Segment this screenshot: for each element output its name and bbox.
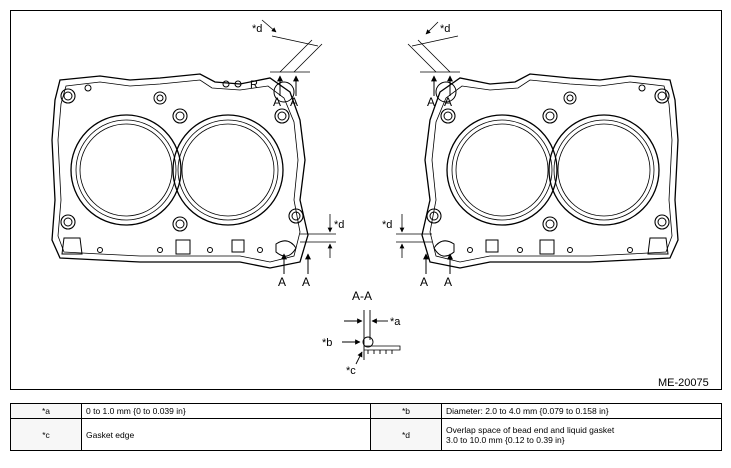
section-arrow-label: A — [420, 275, 428, 289]
legend-value-line: 3.0 to 10.0 mm {0.12 to 0.39 in} — [446, 434, 565, 445]
figure-code: ME-20075 — [658, 377, 709, 389]
legend-row: *a 0 to 1.0 mm {0 to 0.039 in} *b Diamet… — [10, 403, 722, 419]
section-arrow-label: A — [427, 95, 435, 109]
left-head-gasket — [51, 71, 310, 269]
section-arrow-label: A — [302, 275, 310, 289]
section-arrow-label: A — [444, 95, 452, 109]
right-bottom-d-dimension — [396, 214, 432, 258]
callout-d-left-bottom: *d — [334, 219, 344, 231]
callout-b: *b — [322, 337, 332, 349]
right-head-gasket — [420, 71, 679, 269]
legend-key: *c — [10, 418, 82, 451]
callout-d-right-top: *d — [440, 23, 450, 35]
legend-value: 0 to 1.0 mm {0 to 0.039 in} — [81, 403, 371, 419]
legend-row: *c Gasket edge *d Overlap space of bead … — [10, 418, 722, 451]
legend-value: Gasket edge — [81, 418, 371, 451]
section-arrow-label: A — [273, 95, 281, 109]
callout-d-right-bottom: *d — [382, 219, 392, 231]
legend-value: Overlap space of bead end and liquid gas… — [441, 418, 722, 451]
left-bottom-arrows — [281, 253, 311, 274]
gasket-diagram: R *d A A *d A A — [51, 19, 709, 389]
legend-value-line: Overlap space of bead end and liquid gas… — [446, 424, 615, 435]
legend-key: *a — [10, 403, 82, 419]
legend-key: *b — [370, 403, 442, 419]
legend-table: *a 0 to 1.0 mm {0 to 0.039 in} *b Diamet… — [10, 403, 722, 451]
section-label: A-A — [352, 289, 372, 303]
legend-value: Diameter: 2.0 to 4.0 mm {0.079 to 0.158 … — [441, 403, 722, 419]
section-arrow-label: A — [278, 275, 286, 289]
right-top-arrows — [431, 75, 453, 96]
left-gasket-mark: R — [250, 79, 258, 91]
diagram-frame — [10, 10, 722, 390]
right-top-d-dimension — [407, 21, 459, 73]
section-arrow-label: A — [290, 95, 298, 109]
callout-a: *a — [390, 316, 401, 328]
callout-d-left-top: *d — [252, 23, 262, 35]
right-bottom-arrows — [423, 253, 453, 274]
left-top-d-dimension — [261, 19, 323, 73]
section-arrow-label: A — [444, 275, 452, 289]
section-aa-detail — [342, 310, 401, 365]
left-bottom-d-dimension — [300, 214, 336, 258]
legend-key: *d — [370, 418, 442, 451]
callout-c: *c — [346, 365, 356, 377]
left-top-arrows — [277, 75, 299, 96]
